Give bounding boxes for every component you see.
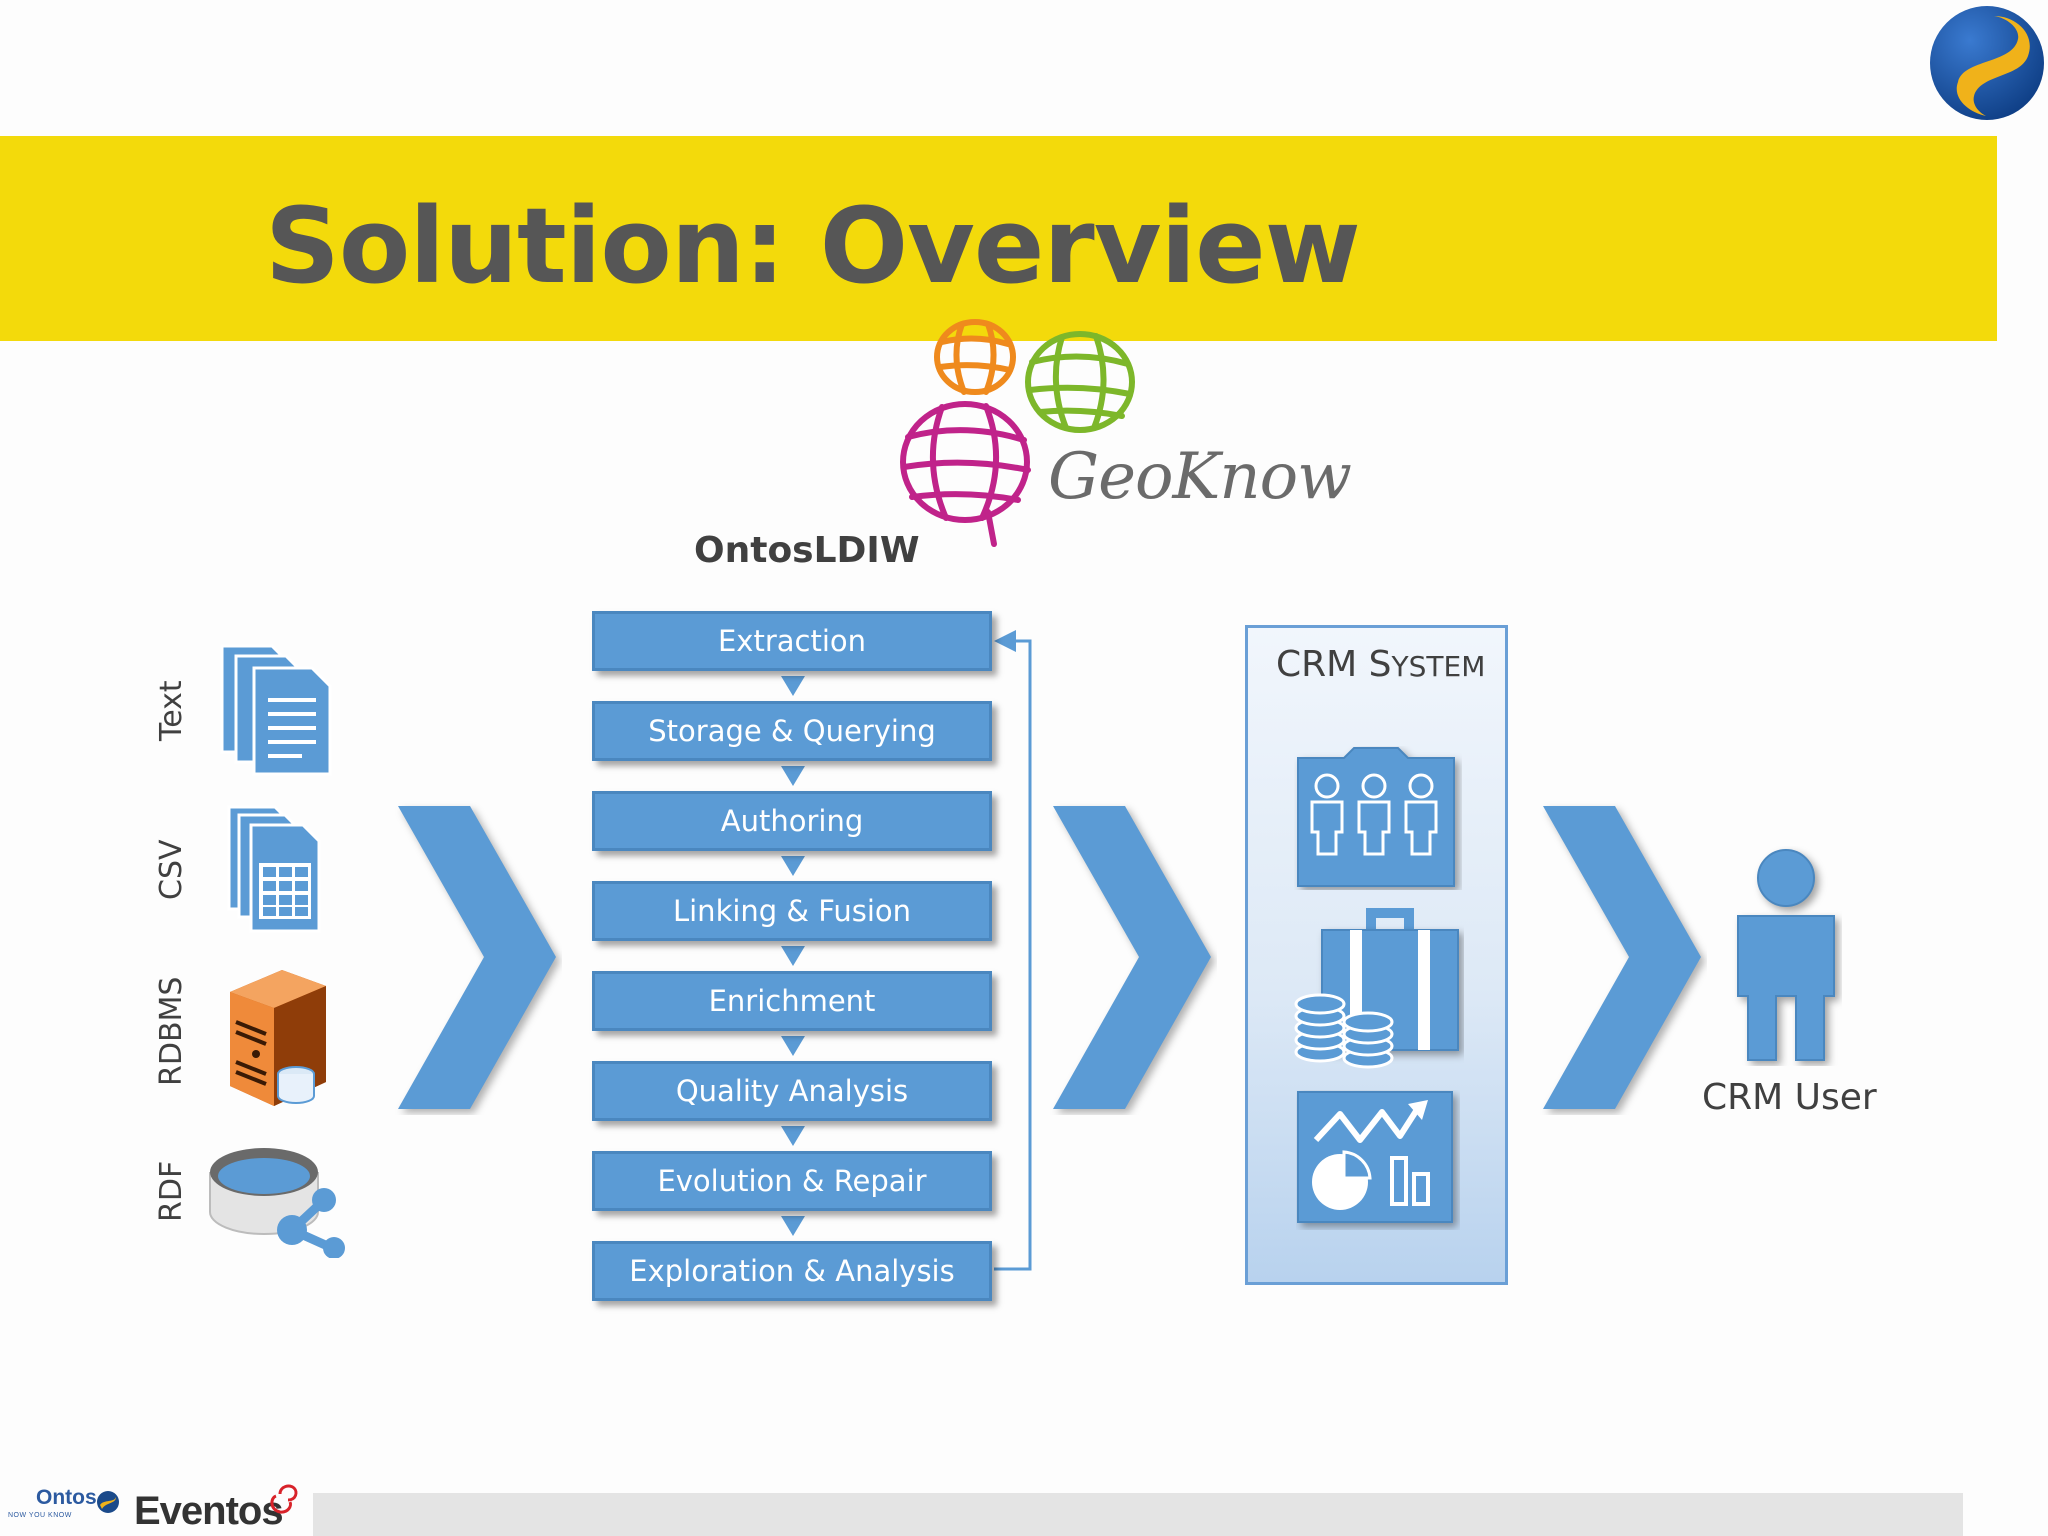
contacts-folder-icon xyxy=(1297,747,1455,887)
crm-title-smallcaps: YSTEM xyxy=(1391,650,1486,683)
eventos-mark-icon xyxy=(270,1484,298,1514)
flow-chevron-3-icon xyxy=(1543,806,1701,1109)
geoknow-globes-icon xyxy=(900,319,1135,547)
ontos-tagline: NOW YOU KNOW xyxy=(8,1512,72,1519)
source-label-csv: CSV xyxy=(154,839,189,900)
eventos-logo: Eventos xyxy=(134,1489,284,1533)
source-label-rdf: RDF xyxy=(154,1160,189,1222)
step-quality-analysis: Quality Analysis xyxy=(592,1061,992,1121)
step-exploration-analysis: Exploration & Analysis xyxy=(592,1241,992,1301)
analytics-chart-icon xyxy=(1297,1091,1453,1223)
crm-user-label: CRM User xyxy=(1702,1077,1877,1118)
flow-chevron-1-icon xyxy=(398,806,556,1109)
page-title: Solution: Overview xyxy=(265,185,1361,307)
step-authoring: Authoring xyxy=(592,791,992,851)
step-storage-querying: Storage & Querying xyxy=(592,701,992,761)
crm-system-title: CRM SYSTEM xyxy=(1276,644,1485,685)
briefcase-coins-icon xyxy=(1294,908,1459,1069)
footer-bar xyxy=(313,1493,1963,1536)
rdf-store-icon xyxy=(209,1148,345,1258)
company-logo-icon xyxy=(1930,6,2044,120)
step-enrichment: Enrichment xyxy=(592,971,992,1031)
crm-title-main: CRM S xyxy=(1276,644,1392,685)
pipeline-connectors xyxy=(781,630,1032,1271)
step-extraction: Extraction xyxy=(592,611,992,671)
geoknow-wordmark: GeoKnow xyxy=(1048,440,1352,514)
ontos-mark-icon xyxy=(97,1491,119,1513)
database-server-icon xyxy=(230,970,326,1106)
flow-chevron-2-icon xyxy=(1053,806,1211,1109)
step-linking-fusion: Linking & Fusion xyxy=(592,881,992,941)
spreadsheet-stack-icon xyxy=(227,805,321,933)
title-band xyxy=(0,136,1997,341)
pipeline-title: OntosLDIW xyxy=(694,530,920,571)
crm-user-icon xyxy=(1737,849,1835,1061)
ontos-logo: Ontos xyxy=(36,1486,97,1509)
source-label-text: Text xyxy=(154,680,189,741)
document-stack-icon xyxy=(220,644,332,776)
source-label-rdbms: RDBMS xyxy=(154,976,189,1086)
step-evolution-repair: Evolution & Repair xyxy=(592,1151,992,1211)
